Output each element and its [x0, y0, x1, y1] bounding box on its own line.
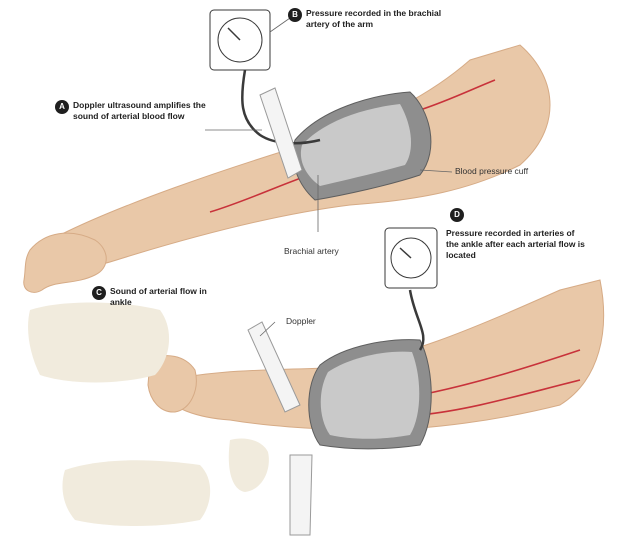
step-d-text: Pressure recorded in arteries of the ank… [446, 228, 586, 261]
step-c-badge: C [92, 286, 106, 300]
hand-skin [24, 233, 107, 292]
blank-region-2 [62, 460, 210, 526]
foot-doppler-probe [290, 455, 312, 535]
step-d-badge: D [450, 208, 464, 222]
step-b-badge: B [288, 8, 302, 22]
step-a-badge: A [55, 100, 69, 114]
step-c-text: Sound of arterial flow in ankle [110, 286, 230, 308]
brachial-artery-label: Brachial artery [284, 246, 354, 257]
step-a-text: Doppler ultrasound amplifies the sound o… [73, 100, 213, 122]
blank-region-1 [28, 303, 169, 383]
lower-leg [148, 228, 604, 535]
doppler-label: Doppler [286, 316, 356, 327]
blood-pressure-cuff-label: Blood pressure cuff [455, 166, 595, 177]
blank-region-3 [229, 439, 269, 493]
step-b-text: Pressure recorded in the brachial artery… [306, 8, 456, 30]
